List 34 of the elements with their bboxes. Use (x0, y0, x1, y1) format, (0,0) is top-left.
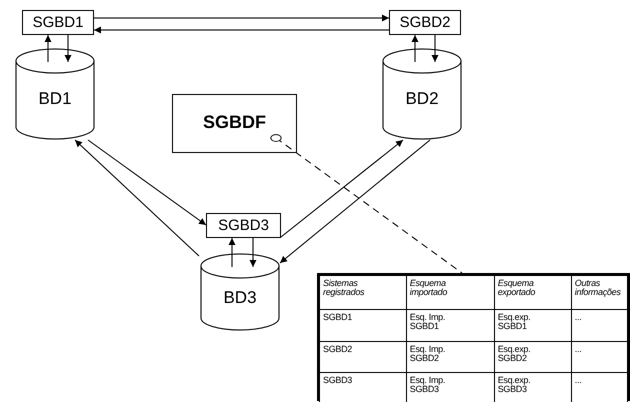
database-label: BD2 (404, 89, 440, 110)
table-cell: SGBD3 (320, 372, 406, 402)
dbms-box: SGBD2 (389, 10, 461, 35)
table-cell: Esquema exportado (494, 276, 572, 310)
arrow (228, 238, 236, 268)
table-cell: ... (571, 342, 628, 372)
table-cell: SGBD1 (320, 310, 406, 342)
table-cell: Esq.exp. SGBD1 (494, 310, 572, 342)
table-cell: Esquema importado (406, 276, 494, 310)
arrow (412, 34, 418, 62)
table-cell: Esq. Imp. SGBD2 (406, 342, 494, 372)
federated-dbms-box: SGBDF (172, 94, 297, 153)
arrow (94, 14, 390, 22)
arrow (280, 140, 404, 238)
table-cell: Esq. Imp. SGBD1 (406, 310, 494, 342)
registry-table (317, 273, 630, 401)
arrow (280, 140, 430, 264)
dbms-box: SGBD1 (22, 10, 94, 35)
leader-line (270, 134, 462, 274)
arrow (250, 238, 256, 268)
table-cell: ... (571, 310, 628, 342)
arrow (74, 140, 200, 256)
dbms-box: SGBD3 (206, 213, 281, 238)
database-label: BD1 (37, 89, 73, 110)
table-cell: Outras informações (571, 276, 628, 310)
table-cell: Esq.exp. SGBD2 (494, 342, 572, 372)
table-cell: Sistemas registrados (320, 276, 406, 310)
arrow (44, 34, 52, 62)
table-cell: SGBD2 (320, 342, 406, 372)
database-label: BD3 (222, 288, 258, 308)
arrow (88, 140, 206, 226)
arrow (432, 34, 438, 62)
arrow (64, 34, 72, 62)
arrow (94, 26, 390, 34)
